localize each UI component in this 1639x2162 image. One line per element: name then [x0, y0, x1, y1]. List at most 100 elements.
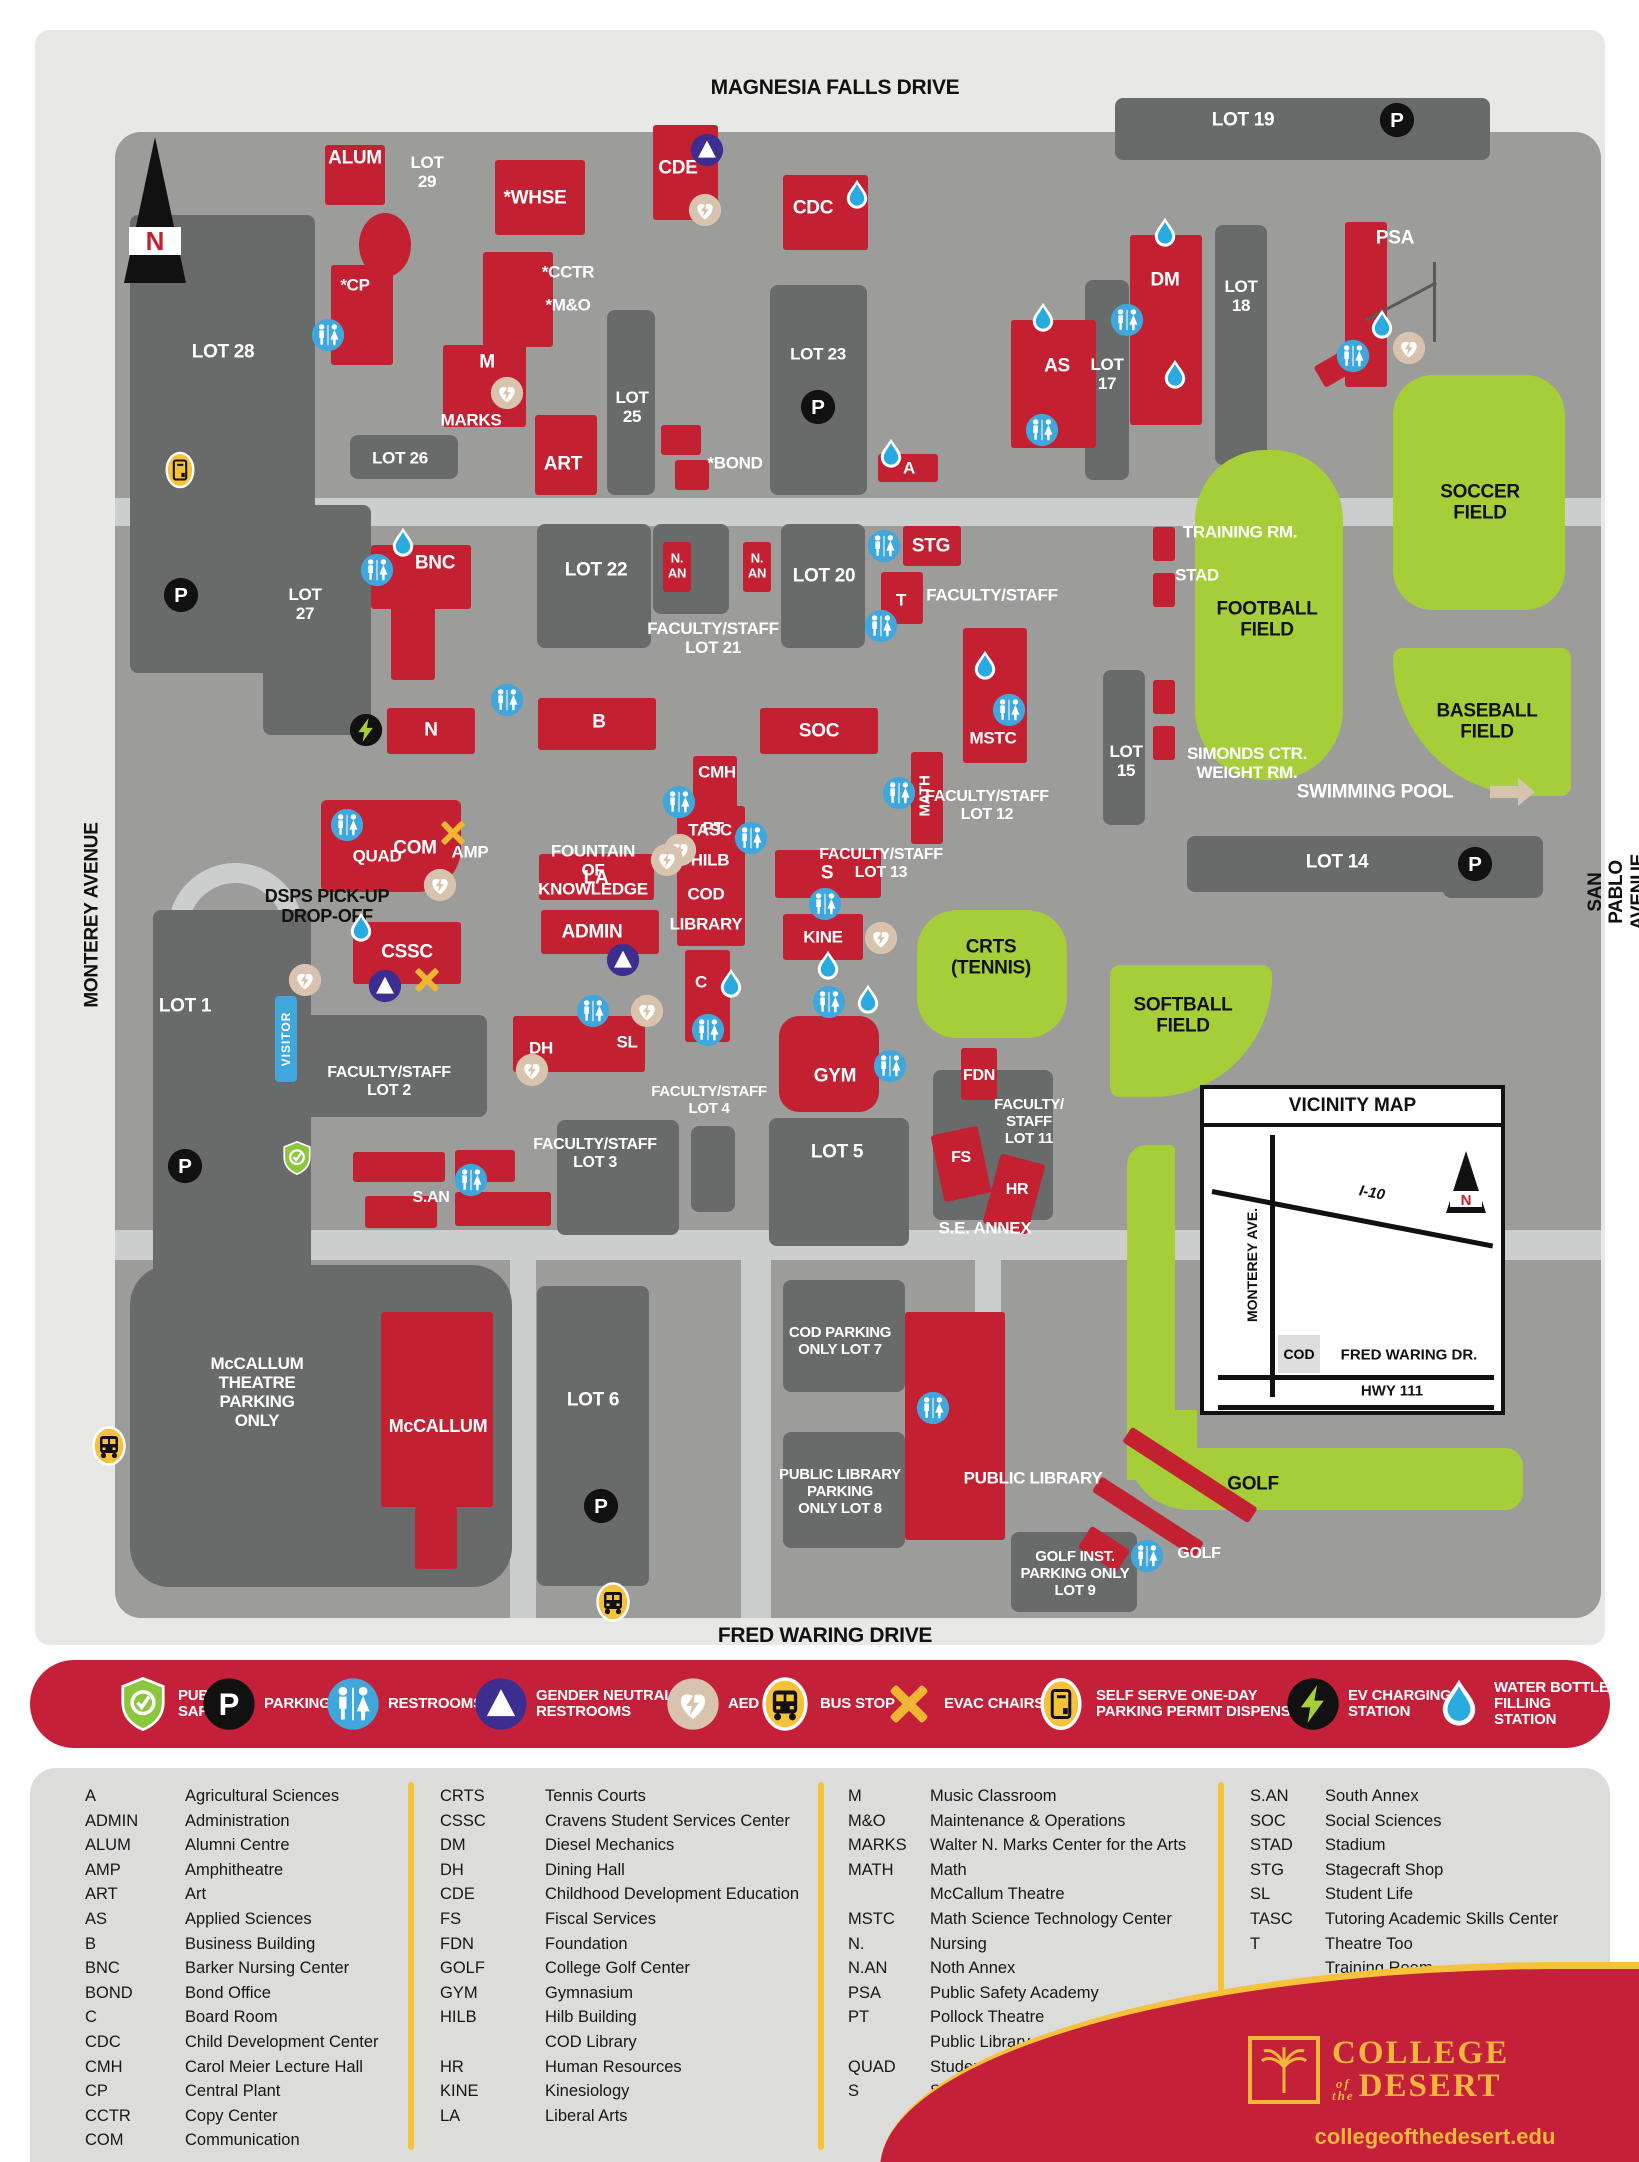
map-label: B: [592, 711, 606, 733]
map-label: *BOND: [707, 453, 763, 473]
map-label: N. AN: [747, 550, 767, 580]
gender-neutral-restrooms-icon: [690, 133, 724, 167]
evac-chairs-icon: [410, 963, 444, 997]
map-label: LOT 20: [792, 565, 856, 587]
vicinity-inner: I-10 N MONTEREY AVE. COD FRED WARING DR.…: [1204, 1127, 1501, 1411]
restrooms-icon: [1025, 413, 1059, 447]
map-label: STAD: [1175, 565, 1219, 585]
index-abbr: S.AN: [1250, 1787, 1289, 1805]
map-label: FACULTY/STAFF: [926, 585, 1058, 605]
map-label: KINE: [803, 927, 843, 947]
index-name: COD Library: [545, 2032, 637, 2051]
map-label: M: [479, 351, 495, 373]
index-name: Math: [930, 1860, 967, 1879]
building: [353, 1152, 445, 1182]
index-name: Nursing: [930, 1934, 987, 1953]
building: [779, 1016, 879, 1112]
index-abbr: HILB: [440, 2008, 477, 2027]
index-abbr: M: [848, 1787, 862, 1805]
map-label: LOT 17: [1090, 354, 1124, 393]
index-abbr: DM: [440, 1836, 466, 1855]
index-abbr: M&O: [848, 1811, 886, 1830]
restrooms-icon: [1336, 339, 1370, 373]
index-name: Kinesiology: [545, 2082, 630, 2101]
parking-lot: [1103, 670, 1145, 825]
parking-lot: [263, 505, 371, 735]
building: [535, 415, 597, 495]
restrooms-icon: [992, 693, 1026, 727]
map-label: *CCTR: [541, 262, 595, 282]
map-label: LOT 26: [372, 448, 428, 468]
index-abbr: KINE: [440, 2082, 479, 2101]
building: [675, 460, 709, 490]
index-abbr: DH: [440, 1860, 464, 1879]
map-label: DH: [529, 1038, 553, 1058]
index-row: COD Library: [440, 2030, 799, 2055]
evac-chairs-icon: [882, 1677, 936, 1731]
aed-icon: [423, 868, 457, 902]
index-name: Barker Nursing Center: [185, 1959, 350, 1978]
building: [541, 910, 659, 954]
public-safety-icon: [116, 1676, 170, 1732]
aed-icon: [1392, 331, 1426, 365]
index-name: Public Safety Academy: [930, 1983, 1099, 2002]
index-name: Art: [185, 1885, 207, 1904]
index-name: Gymnasium: [545, 1983, 634, 2002]
index-abbr: COM: [85, 2131, 124, 2150]
map-label: SWIMMING POOL: [1296, 781, 1454, 803]
vicinity-monterey-label: MONTEREY AVE.: [1244, 1207, 1260, 1323]
map-label: FS: [951, 1149, 971, 1167]
map-label: MATH: [916, 775, 934, 817]
legend-item-label: PARKING: [264, 1694, 331, 1712]
legend-item: WATER BOTTLE FILLING STATION: [1432, 1660, 1610, 1748]
index-name: McCallum Theatre: [930, 1885, 1065, 1904]
building: [365, 1196, 437, 1228]
parking-lot: [1215, 225, 1267, 465]
aed-icon: [864, 921, 898, 955]
index-abbr: BOND: [85, 1983, 133, 2002]
water-bottle-filling-icon: [1365, 308, 1399, 342]
index-abbr: ART: [85, 1885, 118, 1904]
restrooms-icon: [1130, 1539, 1164, 1573]
index-abbr: CSSC: [440, 1811, 486, 1830]
index-name: Cravens Student Services Center: [545, 1811, 790, 1830]
map-label: DM: [1150, 269, 1180, 291]
map-label: SIMONDS CTR. WEIGHT RM.: [1186, 743, 1308, 782]
brand-college: COLLEGE: [1332, 2035, 1510, 2071]
index-name: Business Building: [185, 1934, 316, 1953]
legend-item: RESTROOMS: [326, 1660, 483, 1748]
college-url[interactable]: collegeofthedesert.edu: [1314, 2124, 1556, 2149]
restrooms-icon: [360, 553, 394, 587]
building: [495, 160, 585, 235]
legend-bar: PUBLIC SAFETYPPARKINGRESTROOMSGENDER NEU…: [30, 1660, 1610, 1748]
index-abbr: STG: [1250, 1860, 1284, 1879]
building: [455, 1192, 551, 1226]
building: [387, 708, 475, 754]
building: [1153, 573, 1175, 607]
index-name: Stadium: [1325, 1836, 1386, 1855]
ev-charging-icon: [349, 713, 383, 747]
svg-text:P: P: [178, 1155, 192, 1178]
map-label: FACULTY/STAFF LOT 21: [647, 618, 779, 657]
index-abbr: S: [848, 2082, 860, 2101]
gender-neutral-restrooms-icon: [368, 969, 402, 1003]
index-separator: [818, 1782, 824, 2150]
index-separator: [1218, 1782, 1224, 2150]
map-label: COD PARKING ONLY LOT 7: [788, 1324, 892, 1358]
index-name: Diesel Mechanics: [545, 1836, 675, 1855]
vicinity-hwy-label: HWY 111: [1360, 1382, 1424, 1400]
sports-field: [1195, 450, 1343, 780]
index-name: Administration: [185, 1811, 290, 1830]
north-letter: N: [146, 226, 165, 256]
